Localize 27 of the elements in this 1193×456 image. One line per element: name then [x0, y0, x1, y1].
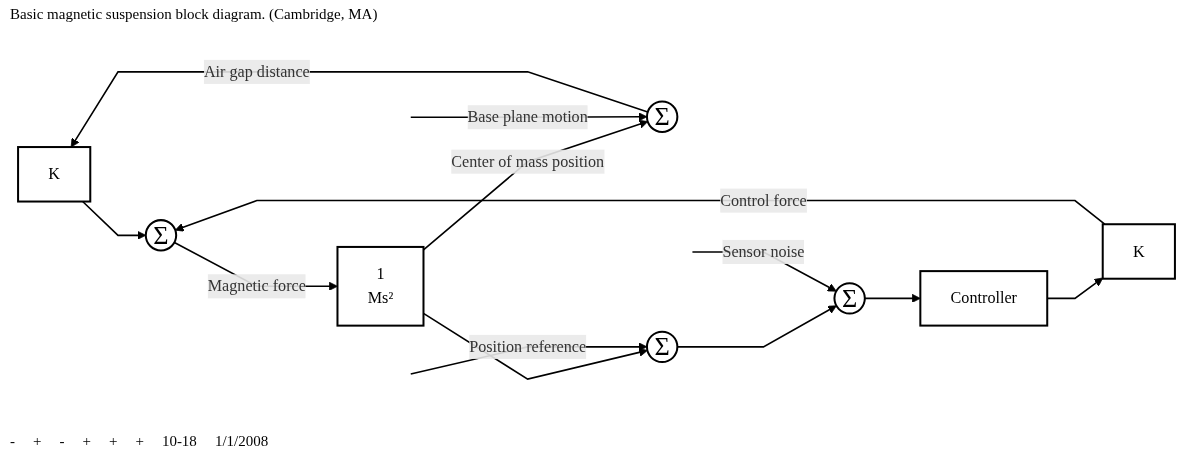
node-circle: Σ [645, 330, 679, 364]
edge-label: Control force [720, 191, 807, 209]
node-box: Controller [919, 270, 1049, 327]
node-circle: Σ [833, 282, 866, 315]
note-label: + [33, 433, 42, 450]
edge-label: Air gap distance [203, 62, 310, 80]
node-box: K [1101, 223, 1176, 280]
note-label: + [108, 433, 118, 450]
note-label: 10-18 [161, 433, 197, 450]
note-label: - [59, 433, 65, 450]
edge-label: Base plane motion [467, 108, 588, 126]
caption: Basic magnetic suspension block diagram. (Cambridge, MA) [10, 6, 379, 23]
note-label: + [135, 433, 144, 450]
note-label: + [82, 433, 91, 450]
edge-label: Center of mass position [451, 152, 605, 170]
node-circle: Σ [144, 219, 178, 252]
arrow [422, 119, 649, 251]
arrow [864, 293, 921, 303]
node-box: K [17, 146, 92, 203]
edge-label: Magnetic force [207, 277, 306, 295]
edge-label: Sensor noise [722, 242, 805, 261]
note-label: 1/1/2008 [214, 433, 269, 450]
node-box: 1 Ms² [336, 245, 425, 327]
note-label: - [10, 433, 15, 450]
node-circle: Σ [645, 100, 679, 133]
edge-label: Position reference [469, 337, 587, 355]
arrow [174, 199, 1106, 232]
